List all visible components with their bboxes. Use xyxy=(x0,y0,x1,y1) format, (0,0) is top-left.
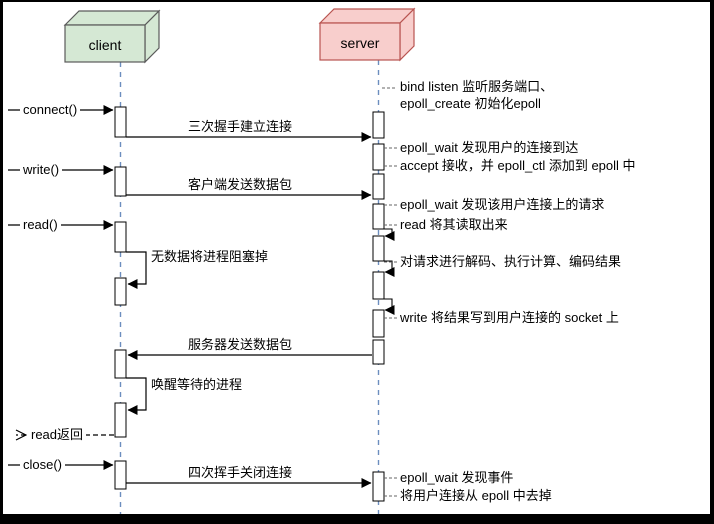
server-activations xyxy=(372,111,385,502)
activation-bar xyxy=(114,460,127,490)
server-node-label: server xyxy=(340,35,380,51)
activation-bar xyxy=(372,203,385,230)
frame-left xyxy=(0,0,3,524)
note-epoll-wait-conn: epoll_wait 发现用户的连接到达 xyxy=(400,140,579,155)
note-read-out: read 将其读取出来 xyxy=(400,217,508,232)
note-epoll-wait-event: epoll_wait 发现事件 xyxy=(400,470,514,485)
server-cube-front xyxy=(319,22,401,61)
block-note: 无数据将进程阻塞掉 xyxy=(151,249,269,264)
client-node-label: client xyxy=(88,37,122,53)
frame-top xyxy=(0,0,714,2)
note-remove: 将用户连接从 epoll 中去掉 xyxy=(400,488,552,503)
note-accept: accept 接收，并 epoll_ctl 添加到 epoll 中 xyxy=(400,158,636,173)
client-self-loops xyxy=(126,251,147,415)
server-node-cube xyxy=(318,7,416,62)
activation-bar xyxy=(114,221,127,253)
client-cube-top xyxy=(63,10,161,26)
activation-bar xyxy=(372,143,385,171)
server-step-2 xyxy=(384,260,395,277)
client-cube-front xyxy=(64,24,146,63)
activation-bar xyxy=(114,166,127,197)
write-label: write() xyxy=(20,162,63,178)
frame-bottom xyxy=(0,514,714,524)
activation-bar xyxy=(372,471,385,502)
message-arrows xyxy=(126,132,372,488)
handshake-message-label: 三次握手建立连接 xyxy=(187,119,292,134)
note-epoll-wait-req: epoll_wait 发现该用户连接上的请求 xyxy=(400,197,605,212)
wakeup-note: 唤醒等待的进程 xyxy=(151,377,243,392)
client-activations xyxy=(114,106,127,490)
wakeup-self-loop xyxy=(126,377,147,415)
read-return-label: read返回 xyxy=(28,427,87,443)
activation-bar xyxy=(372,309,385,338)
close-wave-message-label: 四次挥手关闭连接 xyxy=(187,465,292,480)
frame-right xyxy=(710,0,714,524)
server-step-3 xyxy=(384,298,395,315)
client-node-cube xyxy=(63,9,161,64)
server-cube-top xyxy=(318,8,416,24)
activation-bar xyxy=(372,235,385,262)
activation-bar xyxy=(114,402,127,438)
activation-bar xyxy=(114,106,127,138)
read-label: read() xyxy=(20,217,61,233)
client-send-message-label: 客户端发送数据包 xyxy=(187,177,292,192)
activation-bar xyxy=(114,277,127,306)
activation-bar xyxy=(114,349,127,379)
close-label: close() xyxy=(20,457,66,473)
activation-bar xyxy=(372,111,385,139)
server-self-steps xyxy=(384,228,395,315)
activation-bar xyxy=(372,173,385,200)
connect-label: connect() xyxy=(20,102,81,118)
note-leader-ticks xyxy=(382,87,397,497)
server-step-1 xyxy=(384,228,395,241)
block-self-loop xyxy=(126,251,147,289)
note-decode: 对请求进行解码、执行计算、编码结果 xyxy=(400,254,622,269)
note-bind-listen: bind listen 监听服务端口、 xyxy=(400,79,554,94)
server-send-message-label: 服务器发送数据包 xyxy=(187,337,292,352)
note-write-result: write 将结果写到用户连接的 socket 上 xyxy=(400,310,619,325)
activation-bar xyxy=(372,339,385,365)
note-epoll-create: epoll_create 初始化epoll xyxy=(400,96,541,111)
activation-bar xyxy=(372,271,385,300)
